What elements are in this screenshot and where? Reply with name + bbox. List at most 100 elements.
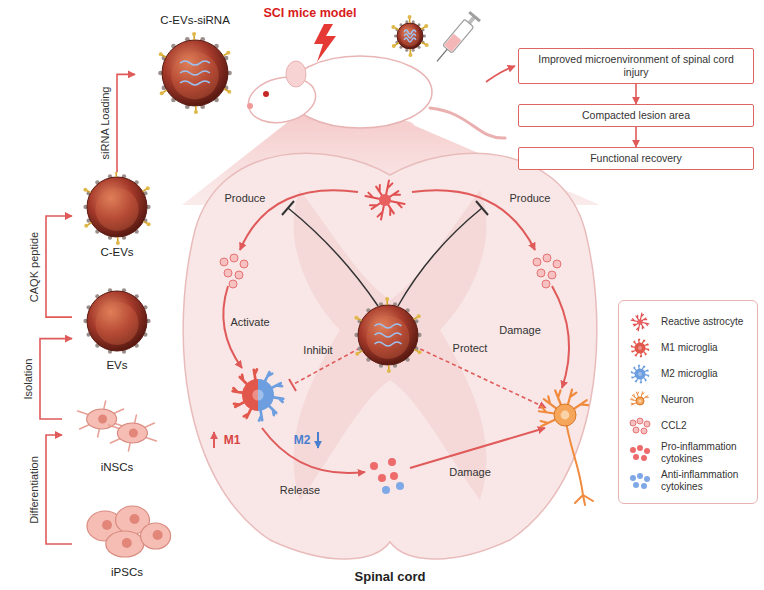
- process-stage: C-EVs-siRNA: [135, 12, 255, 116]
- legend-row: M2 microglia: [625, 363, 751, 385]
- astrocyte-body: [637, 319, 642, 324]
- pro-inflammatory-cytokines-dot: [388, 458, 396, 466]
- arrow-label: Protect: [453, 342, 488, 355]
- ccl2-dot: [235, 271, 243, 279]
- node-text: Improved microenvironment of spinal cord…: [527, 53, 745, 79]
- caqk-peptide-tip: [424, 24, 428, 28]
- extracellular-vesicle: [354, 297, 421, 373]
- protect-arrow: [414, 346, 546, 408]
- connector-arrow: [635, 84, 637, 104]
- syringe-needle: [437, 49, 447, 61]
- microglia-body: [635, 343, 646, 354]
- legend-icon: [625, 311, 655, 333]
- spinal-cord-section: [183, 153, 597, 559]
- decrease-arrow: [317, 432, 319, 448]
- caqk-peptide-tip: [392, 44, 396, 48]
- pro-inflammatory-cytokines-dot: [378, 474, 386, 482]
- pro-inflammatory-cytokines-dot: [641, 455, 647, 461]
- microglia: [631, 365, 648, 383]
- mouse: [244, 56, 505, 138]
- sirna-strand: [404, 38, 416, 42]
- neuron: [539, 390, 593, 505]
- legend-text: Neuron: [661, 394, 694, 406]
- ccl2-dot: [224, 269, 232, 277]
- extracellular-vesicle: [83, 288, 150, 354]
- ccl2-dot: [537, 269, 545, 277]
- neuron-nucleus: [638, 399, 641, 402]
- legend-text: Pro-inflammation cytokines: [661, 441, 751, 465]
- pro-inflammatory-cytokines-dot: [637, 445, 643, 451]
- legend: Reactive astrocyteM1 microgliaM2 microgl…: [618, 300, 758, 504]
- extracellular-vesicle: [158, 32, 232, 114]
- caqk-peptide-tip: [194, 110, 198, 114]
- stem-cell: [141, 523, 171, 549]
- caqk-peptide-tip: [226, 51, 230, 55]
- ccl2: [220, 254, 248, 288]
- caqk-peptide-tip: [417, 314, 421, 318]
- pro-inflammatory-cytokines: [630, 445, 650, 461]
- legend-icon: [625, 415, 655, 437]
- arrow-label: Activate: [230, 316, 269, 329]
- legend-icon: [625, 337, 655, 359]
- outcome-box: Improved microenvironment of spinal cord…: [518, 48, 754, 84]
- outcome-arrow: [486, 66, 515, 82]
- node-text: iPSCs: [111, 564, 143, 580]
- arrow-label: Produce: [225, 192, 266, 205]
- vesicle-body: [87, 291, 147, 351]
- ccl2-dot: [542, 280, 550, 288]
- anti-inflammatory-cytokines: [382, 482, 404, 494]
- process-stage: EVs: [72, 287, 162, 373]
- microglia-nucleus: [638, 372, 642, 376]
- anti-inflammatory-cytokines-dot: [396, 482, 404, 490]
- stem-cell-cluster: [87, 506, 171, 557]
- ccl2-dot: [230, 254, 238, 262]
- legend-icon: [625, 442, 655, 464]
- neural-stem-cell: [117, 423, 147, 443]
- caqk-peptide-tip: [354, 316, 358, 320]
- cell-nucleus: [130, 514, 140, 524]
- caqk-peptide-tip: [146, 186, 150, 190]
- ccl2-dot: [548, 271, 556, 279]
- pro-inflammatory-cytokines-dot: [630, 447, 636, 453]
- caqk-peptide-tip: [160, 91, 164, 95]
- caqk-peptide-tip: [159, 52, 163, 56]
- ccl2-dot: [220, 258, 228, 266]
- microglia: [631, 339, 648, 357]
- edge-label: siRNA Loading: [99, 85, 112, 162]
- node-text: EVs: [106, 357, 127, 373]
- legend-text: M2 microglia: [661, 368, 718, 380]
- caqk-peptide-tip: [84, 224, 88, 228]
- caqk-peptide-tip: [355, 352, 359, 356]
- inhibit-bar: [476, 201, 488, 215]
- ccl2-dot: [641, 428, 647, 434]
- caqk-peptide-tip: [192, 32, 196, 36]
- astrocyte: [365, 180, 404, 219]
- process-stage: C-EVs: [72, 172, 162, 260]
- legend-icon: [625, 363, 655, 385]
- caqk-peptide-tip: [116, 241, 120, 245]
- cell-nucleus: [153, 530, 163, 540]
- connector-arrow: [117, 74, 135, 172]
- syringe-barrel: [443, 19, 474, 53]
- microglia-nucleus: [638, 346, 642, 350]
- neuron: [630, 392, 648, 405]
- legend-row: CCL2: [625, 415, 751, 437]
- neuron-body: [636, 397, 644, 405]
- sirna-strand: [375, 333, 402, 337]
- mouse-ear: [286, 61, 306, 87]
- node-text: C-EVs: [100, 244, 133, 260]
- anti-inflammatory-cytokines-dot: [644, 476, 650, 482]
- caqk-peptide-tip: [408, 15, 412, 19]
- injury-lightning: [314, 24, 336, 62]
- increase-arrow: [213, 432, 215, 448]
- mouse-nose: [247, 103, 253, 109]
- legend-text: Reactive astrocyte: [661, 316, 743, 328]
- arrow-label: Damage: [499, 324, 541, 337]
- process-stage: iNSCs: [62, 395, 172, 475]
- legend-row: Neuron: [625, 389, 751, 411]
- pro-inflammatory-cytokines: [370, 458, 398, 482]
- edge-label: CAQK peptide: [28, 229, 41, 303]
- anti-inflammatory-cytokines-dot: [641, 483, 647, 489]
- legend-text: CCL2: [661, 420, 687, 432]
- phenotype-label: M2: [294, 434, 311, 447]
